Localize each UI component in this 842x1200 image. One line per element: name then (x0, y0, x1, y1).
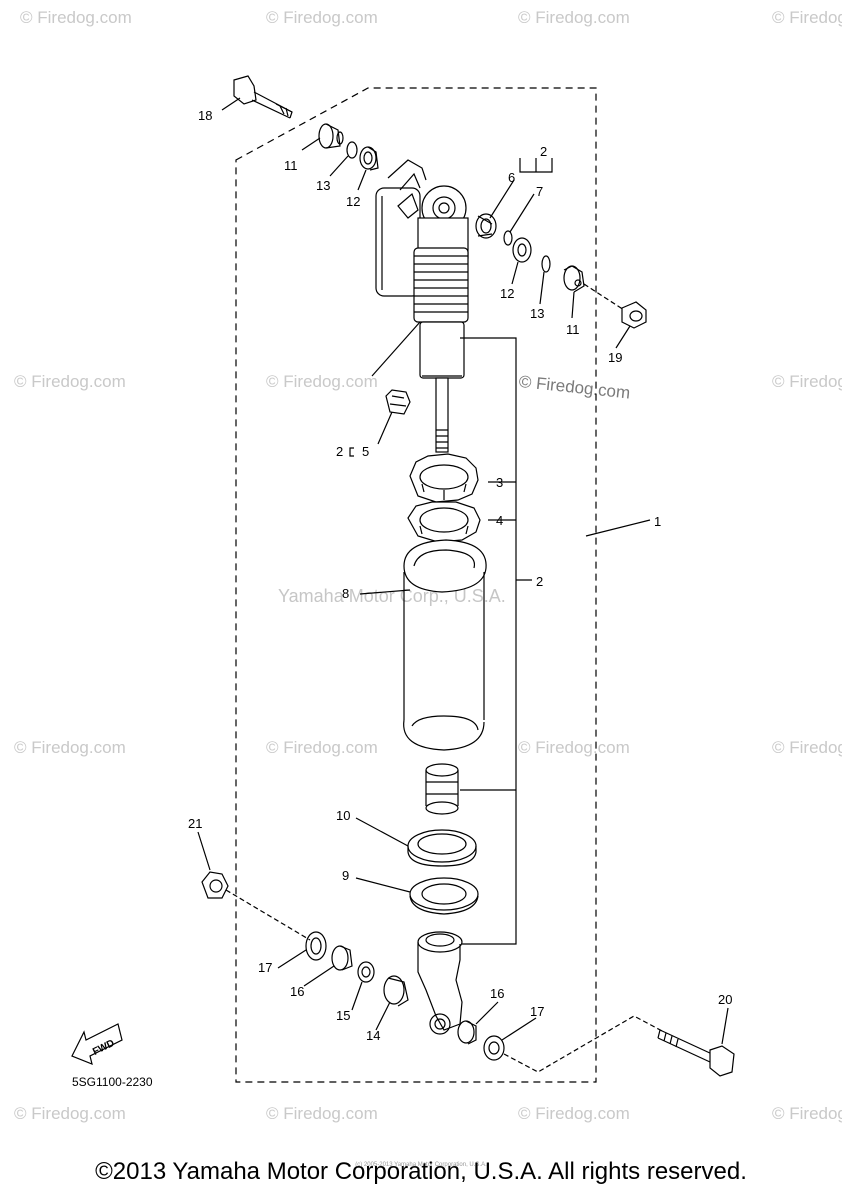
label-15: 15 (336, 1008, 350, 1023)
spring-8 (403, 539, 487, 751)
watermark-mid-right: © Firedog.com (772, 372, 842, 391)
label-11-upper: 11 (284, 158, 298, 173)
ring-nut-3 (409, 453, 479, 503)
label-3: 3 (496, 475, 503, 490)
label-17-right: 17 (530, 1004, 544, 1019)
label-1: 1 (654, 514, 661, 529)
label-21: 21 (188, 816, 202, 831)
copyright-notice: ©2013 Yamaha Motor Corporation, U.S.A. A… (95, 1158, 747, 1185)
collar-11-right (563, 265, 585, 293)
bolt-18 (233, 75, 293, 119)
label-4: 4 (496, 513, 503, 528)
fwd-arrow-icon (71, 1023, 123, 1065)
bushing-16-left (331, 945, 353, 971)
label-12-upper: 12 (346, 194, 360, 209)
watermark-top-4: © Firedog.com (772, 8, 842, 27)
label-9: 9 (342, 868, 349, 883)
watermark-low-3: © Firedog.com (518, 738, 630, 757)
tiny-notice: (c) 2005-2013 Yamaha Motor Corporation, … (355, 1162, 487, 1168)
bushing-16-right (457, 1020, 477, 1045)
shock-body (413, 185, 469, 453)
label-7: 7 (536, 184, 543, 199)
bump-stop (425, 763, 459, 815)
nut-21 (201, 871, 229, 899)
collar-11-upper (318, 123, 344, 149)
lock-nut-4 (407, 501, 481, 543)
label-10: 10 (336, 808, 350, 823)
label-2-mid: 2 (536, 574, 543, 589)
label-6: 6 (508, 170, 515, 185)
bushing-12-lower (512, 237, 532, 263)
label-13-upper: 13 (316, 178, 330, 193)
label-5: 5 (362, 444, 369, 459)
lower-clevis (417, 931, 463, 1035)
watermark-low-4: © Firedog.com (772, 738, 842, 757)
axis-line-upper (583, 283, 625, 311)
label-18: 18 (198, 108, 212, 123)
valve-5 (385, 389, 411, 415)
assembly-boundary (235, 87, 597, 1083)
oring-13-upper (346, 141, 358, 159)
watermark-top-3: © Firedog.com (518, 8, 630, 27)
leader-5 (371, 321, 421, 377)
watermark-mid-2: © Firedog.com (266, 372, 378, 391)
watermark-top-left: © Firedog.com (20, 8, 132, 27)
collar-17-left (305, 931, 327, 961)
oring-13-lower (541, 255, 551, 273)
diagram-code: 5SG1100-2230 (72, 1075, 153, 1089)
label-2-top: 2 (540, 144, 547, 159)
axis-line-lower (225, 889, 665, 1073)
watermark-bottom-4: © Firedog.com (772, 1104, 842, 1123)
watermark-bottom-3: © Firedog.com (518, 1104, 630, 1123)
bushing-12-upper (359, 146, 379, 171)
bushing-15 (357, 961, 375, 983)
label-16-right: 16 (490, 986, 504, 1001)
watermark-mid-left: © Firedog.com (14, 372, 126, 391)
nut-19 (621, 301, 647, 329)
bearing-6 (475, 213, 497, 239)
spring-seat-9 (409, 877, 479, 915)
collar-17-right (483, 1035, 505, 1061)
label-12-lower: 12 (500, 286, 514, 301)
clip-7 (503, 230, 513, 246)
label-20: 20 (718, 992, 732, 1007)
shock-absorber-exploded-diagram: 1 2 2 2 3 4 5 6 7 8 9 10 11 11 12 12 13 … (71, 75, 735, 1089)
label-8: 8 (342, 586, 349, 601)
label-17-left: 17 (258, 960, 272, 975)
watermark-low-2: © Firedog.com (266, 738, 378, 757)
bolt-20 (657, 1029, 735, 1077)
label-19: 19 (608, 350, 622, 365)
label-11-right: 11 (566, 322, 580, 337)
watermark-bottom-left: © Firedog.com (14, 1104, 126, 1123)
group-2-bracket (460, 337, 532, 945)
watermark-top-2: © Firedog.com (266, 8, 378, 27)
bearing-14 (383, 975, 409, 1007)
label-2-left: 2 (336, 444, 343, 459)
label-16-left: 16 (290, 984, 304, 999)
reservoir-tank (375, 159, 427, 297)
label-13-lower: 13 (530, 306, 544, 321)
watermark-low-left: © Firedog.com (14, 738, 126, 757)
watermark-bottom-2: © Firedog.com (266, 1104, 378, 1123)
spring-seat-10 (407, 829, 477, 867)
label-14: 14 (366, 1028, 380, 1043)
